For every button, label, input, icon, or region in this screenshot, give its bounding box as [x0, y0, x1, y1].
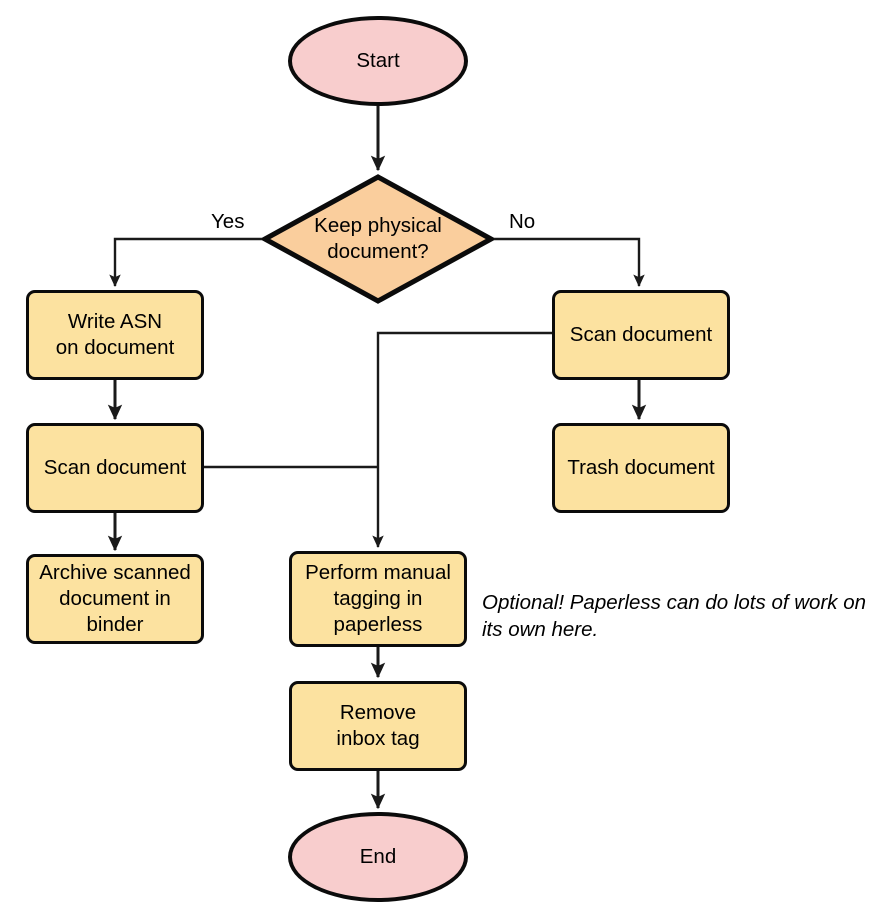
edge-label-no: No: [509, 210, 536, 233]
node-tagging-label-line1: Perform manual: [305, 560, 451, 584]
optional-note-line1: Optional! Paperless can do lots of work …: [482, 591, 867, 614]
edge-decision-yes-to-write-asn: [109, 237, 262, 287]
node-archive-label-group: Archive scanned document in binder: [39, 560, 191, 639]
node-archive-scanned-document[interactable]: Archive scanned document in binder: [26, 554, 204, 644]
node-start-label: Start: [356, 49, 400, 73]
edge-label-yes: Yes: [211, 210, 245, 233]
node-end[interactable]: End: [288, 812, 468, 902]
node-write-asn-label-line2: on document: [55, 336, 175, 359]
node-start[interactable]: Start: [288, 16, 468, 106]
node-write-asn-label-group: Write ASN on document: [56, 309, 175, 361]
node-remove-inbox-label-group: Remove inbox tag: [336, 700, 419, 752]
node-scan-document-left[interactable]: Scan document: [26, 423, 204, 513]
node-scan-document-right-label: Scan document: [569, 322, 713, 346]
node-tagging-label-line2: tagging in: [333, 586, 423, 610]
optional-note-line2: its own here.: [482, 617, 599, 641]
node-tagging-label-line3: paperless: [333, 613, 423, 637]
node-write-asn[interactable]: Write ASN on document: [26, 290, 204, 380]
node-remove-inbox-tag[interactable]: Remove inbox tag: [289, 681, 467, 771]
node-remove-inbox-label-line1: Remove: [339, 700, 417, 724]
diamond-shape: [262, 174, 494, 304]
node-archive-label-line3: binder: [86, 613, 144, 637]
node-archive-label-line2: document in: [59, 586, 171, 610]
node-end-label: End: [359, 845, 397, 869]
optional-note: Optional! Paperless can do lots of work …: [482, 590, 886, 643]
node-trash-document[interactable]: Trash document: [552, 423, 730, 513]
node-keep-physical-document-decision[interactable]: Keep physical document?: [262, 174, 494, 304]
node-write-asn-label-line1: Write ASN: [67, 309, 163, 333]
node-archive-label-line1: Archive scanned: [39, 560, 191, 584]
node-tagging-label-group: Perform manual tagging in paperless: [305, 560, 451, 639]
node-scan-document-left-label: Scan document: [43, 455, 187, 479]
edge-scan-right-to-tagging: [372, 331, 552, 548]
node-trash-document-label: Trash document: [567, 455, 715, 479]
node-scan-document-right[interactable]: Scan document: [552, 290, 730, 380]
node-remove-inbox-label-line2: inbox tag: [336, 727, 420, 750]
edge-decision-no-to-scan-right: [494, 237, 645, 287]
node-perform-manual-tagging[interactable]: Perform manual tagging in paperless: [289, 551, 467, 647]
